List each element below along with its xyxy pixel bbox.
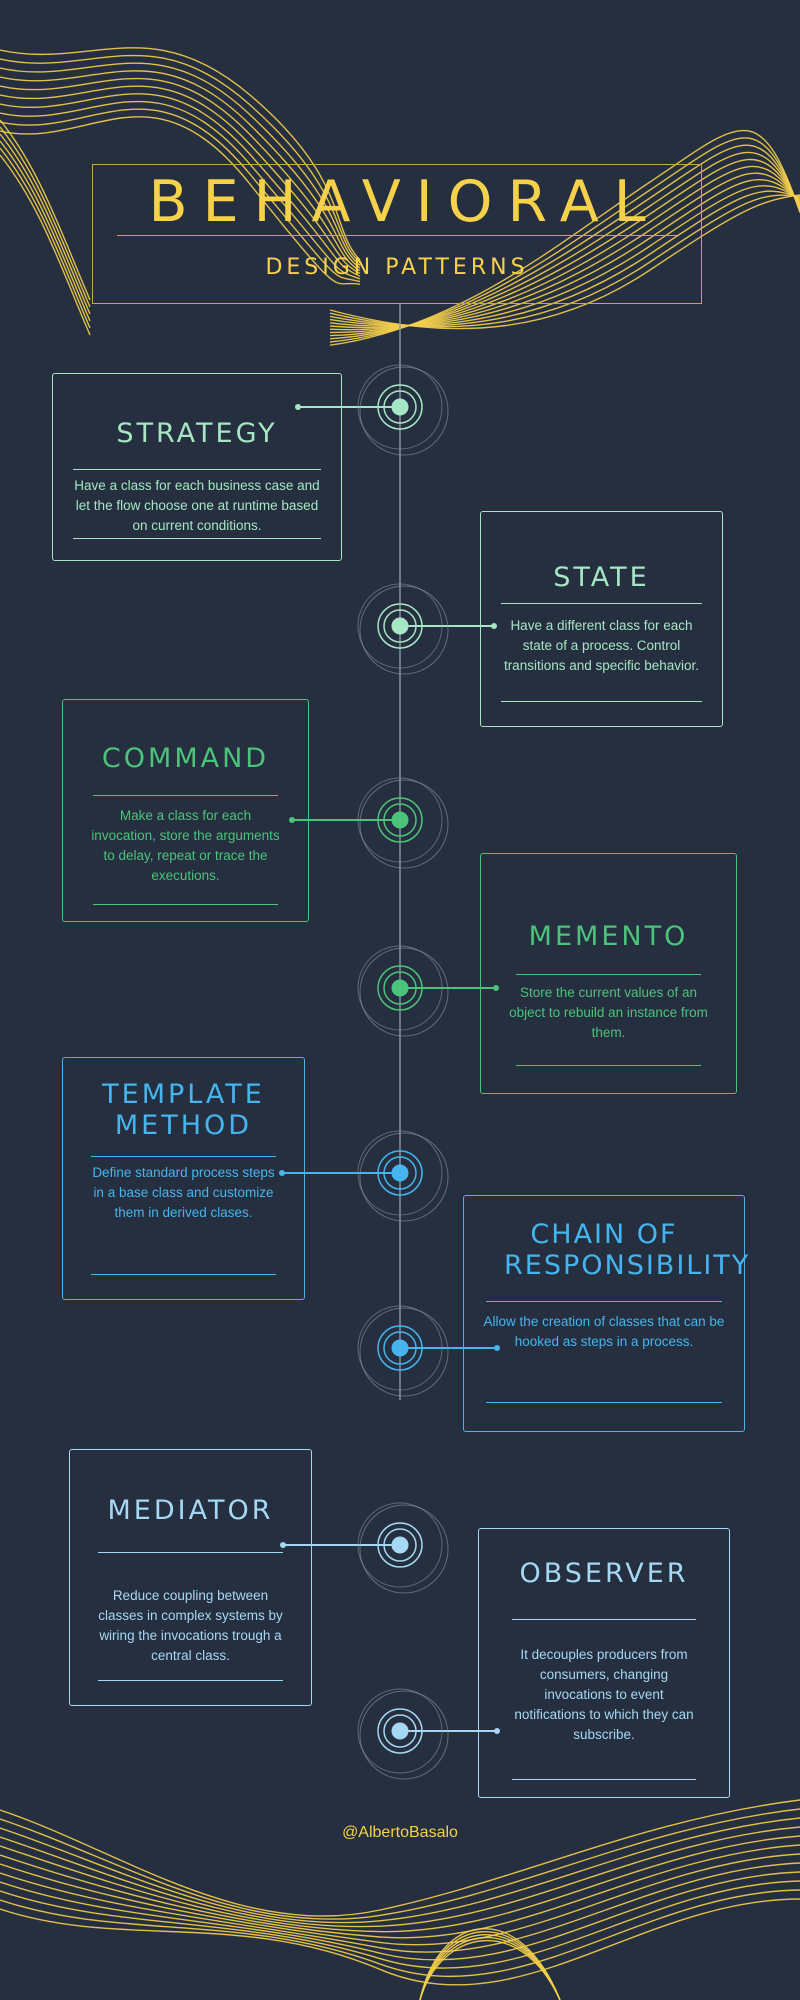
connector-strategy (298, 406, 400, 408)
pattern-rule (91, 1156, 276, 1157)
pattern-card-memento: MEMENTO Store the current values of an o… (480, 853, 737, 1094)
pattern-description: Define standard process steps in a base … (92, 1165, 275, 1220)
connector-dot-strategy (295, 404, 301, 410)
connector-mediator (283, 1544, 400, 1546)
pattern-title: MEDIATOR (107, 1495, 274, 1526)
pattern-title: OBSERVER (519, 1558, 689, 1589)
header-box: BEHAVIORAL DESIGN PATTERNS (92, 164, 702, 304)
pattern-rule-bottom (486, 1402, 722, 1403)
connector-chain-of-responsibility (400, 1347, 497, 1349)
author-handle: @AlbertoBasalo (342, 1824, 458, 1841)
connector-state (400, 625, 494, 627)
pattern-rule (98, 1552, 283, 1553)
pattern-card-template-method: TEMPLATE METHOD Define standard process … (62, 1057, 305, 1300)
pattern-rule (512, 1619, 696, 1620)
pattern-card-strategy: STRATEGY Have a class for each business … (52, 373, 342, 561)
pattern-title: CHAIN OF RESPONSIBILITY (504, 1219, 751, 1281)
pattern-description: Have a different class for each state of… (503, 618, 700, 673)
pattern-card-chain-of-responsibility: CHAIN OF RESPONSIBILITY Allow the creati… (463, 1195, 751, 1432)
timeline-node-chain-of-responsibility (352, 1300, 449, 1397)
timeline-node-template-method (352, 1125, 449, 1222)
pattern-description: Have a class for each business case and … (74, 478, 320, 533)
pattern-card-mediator: MEDIATOR Reduce coupling between classes… (69, 1449, 312, 1706)
pattern-description: Make a class for each invocation, store … (91, 808, 280, 883)
page-subtitle: DESIGN PATTERNS (265, 255, 529, 280)
connector-dot-observer (494, 1728, 500, 1734)
connector-dot-mediator (280, 1542, 286, 1548)
pattern-rule-bottom (91, 1274, 276, 1275)
connector-observer (400, 1730, 497, 1732)
connector-command (292, 819, 400, 821)
connector-dot-command (289, 817, 295, 823)
pattern-description: Reduce coupling between classes in compl… (98, 1588, 283, 1663)
connector-template-method (282, 1172, 400, 1174)
pattern-rule (516, 974, 701, 975)
pattern-description: Store the current values of an object to… (509, 985, 708, 1040)
pattern-rule-bottom (93, 904, 278, 905)
pattern-card-command: COMMAND Make a class for each invocation… (62, 699, 309, 922)
pattern-rule (93, 795, 278, 796)
pattern-description: It decouples producers from consumers, c… (514, 1647, 694, 1742)
pattern-rule-bottom (516, 1065, 701, 1066)
page-title: BEHAVIORAL (148, 169, 661, 235)
timeline-node-observer (352, 1683, 449, 1780)
header-divider (117, 235, 677, 236)
connector-dot-template-method (279, 1170, 285, 1176)
pattern-rule-bottom (501, 701, 702, 702)
pattern-rule (73, 469, 321, 470)
pattern-title: MEMENTO (528, 921, 689, 952)
pattern-title: COMMAND (101, 743, 270, 774)
pattern-rule (501, 603, 702, 604)
connector-dot-memento (493, 985, 499, 991)
pattern-title: TEMPLATE METHOD (102, 1079, 265, 1141)
pattern-description: Allow the creation of classes that can b… (483, 1314, 725, 1349)
pattern-title: STRATEGY (116, 418, 278, 449)
timeline-node-state (352, 578, 449, 675)
timeline-node-memento (352, 940, 449, 1037)
connector-dot-chain-of-responsibility (494, 1345, 500, 1351)
pattern-card-observer: OBSERVER It decouples producers from con… (478, 1528, 730, 1798)
connector-dot-state (491, 623, 497, 629)
pattern-rule (486, 1301, 722, 1302)
pattern-title: STATE (553, 562, 650, 593)
pattern-card-state: STATE Have a different class for each st… (480, 511, 723, 727)
bottom-wave-decoration (0, 1799, 800, 2000)
pattern-rule-bottom (98, 1680, 283, 1681)
pattern-rule-bottom (512, 1779, 696, 1780)
pattern-rule-bottom (73, 538, 321, 539)
timeline-node-strategy (352, 359, 449, 456)
timeline-spine (399, 304, 401, 1400)
timeline-node-mediator (352, 1497, 449, 1594)
timeline-node-command (352, 772, 449, 869)
